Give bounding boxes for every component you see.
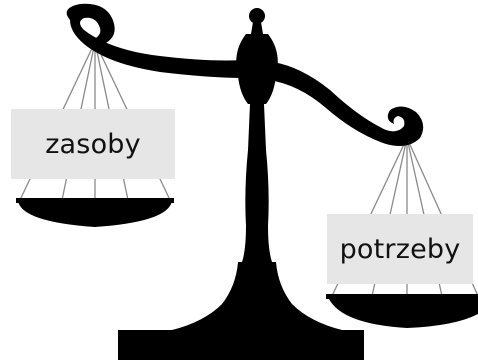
pillar-cap [236,34,278,104]
left-pan-label: zasoby [11,109,175,179]
pillar-shaft [242,104,272,262]
right-pan-rim [326,294,478,299]
right-pan-label-text: potrzeby [339,233,461,265]
scale-base [118,330,364,360]
pillar-finial [251,22,263,34]
right-pan-label: potrzeby [327,214,473,284]
right-pan [328,297,478,328]
left-pan-label-text: zasoby [45,128,141,160]
pillar-finial-ball [249,8,265,24]
left-pan-rim [16,198,174,203]
left-pan [18,201,172,227]
pillar-flare [172,262,342,330]
